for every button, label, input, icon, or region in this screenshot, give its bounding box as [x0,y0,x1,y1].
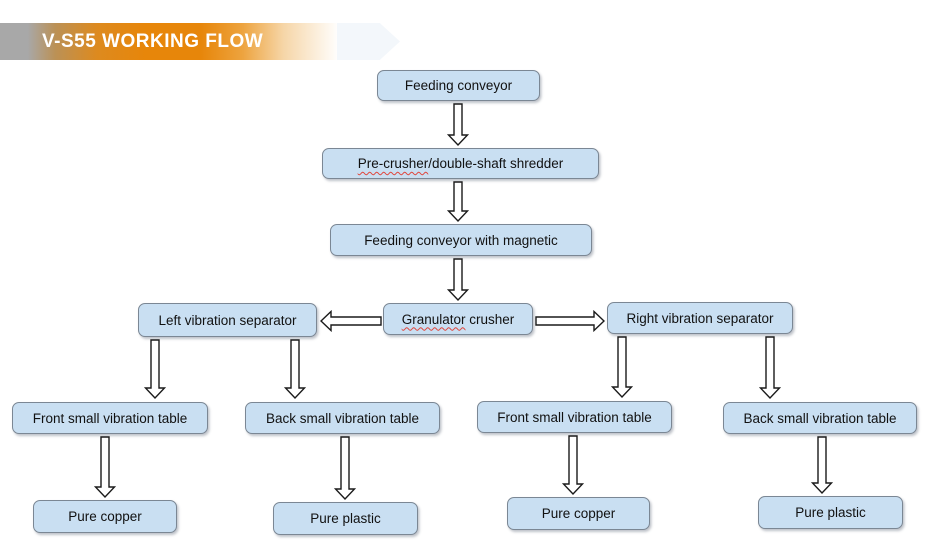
node-pure-copper-left: Pure copper [33,500,177,533]
down-arrow-icon [447,103,469,146]
node-pure-plastic-left: Pure plastic [273,502,418,535]
node-front-small-vibration-table-right: Front small vibration table [477,401,672,433]
node-granulator-crusher: Granulator crusher [383,303,533,335]
node-left-vibration-separator: Left vibration separator [138,303,317,337]
down-arrow-icon [562,435,584,495]
node-back-small-vibration-table-right: Back small vibration table [723,402,917,434]
node-label: crusher [465,311,515,327]
node-label: Left vibration separator [158,312,297,328]
down-arrow-icon [611,336,633,398]
down-arrow-icon [447,181,469,222]
node-back-small-vibration-table-left: Back small vibration table [245,402,440,434]
down-arrow-icon [94,436,116,498]
down-arrow-icon [447,258,469,301]
right-arrow-icon [535,310,605,332]
down-arrow-icon [334,436,356,500]
node-label: Feeding conveyor with magnetic [364,232,558,248]
node-label: /double-shaft shredder [428,156,564,171]
node-pre-crusher-shredder: Pre-crusher/double-shaft shredder [322,148,599,179]
node-label: Pure plastic [795,505,866,520]
page-title: V-S55 WORKING FLOW [42,30,264,52]
down-arrow-icon [284,339,306,399]
node-right-vibration-separator: Right vibration separator [607,302,793,334]
header-gradient-bar [0,23,346,60]
node-label: Pure copper [68,509,142,524]
node-feeding-conveyor: Feeding conveyor [377,70,540,101]
node-label: Front small vibration table [497,409,652,425]
node-label: Back small vibration table [743,410,897,426]
node-label-misspelled: Pre-crusher [357,156,429,171]
node-pure-plastic-right: Pure plastic [758,496,903,529]
down-arrow-icon [759,336,781,399]
header-arrow-tip-shape [337,23,400,60]
node-label: Feeding conveyor [404,78,513,93]
node-label: Pure plastic [310,511,381,526]
node-label: Right vibration separator [626,310,774,326]
node-label-misspelled: Granulator [401,311,466,327]
node-front-small-vibration-table-left: Front small vibration table [12,402,208,434]
node-label: Front small vibration table [32,410,188,426]
down-arrow-icon [811,436,833,494]
down-arrow-icon [144,339,166,399]
node-pure-copper-right: Pure copper [507,497,650,530]
left-arrow-icon [320,310,382,332]
node-label: Back small vibration table [265,410,420,426]
node-label: Pure copper [541,506,616,521]
node-feeding-conveyor-magnetic: Feeding conveyor with magnetic [330,224,592,256]
